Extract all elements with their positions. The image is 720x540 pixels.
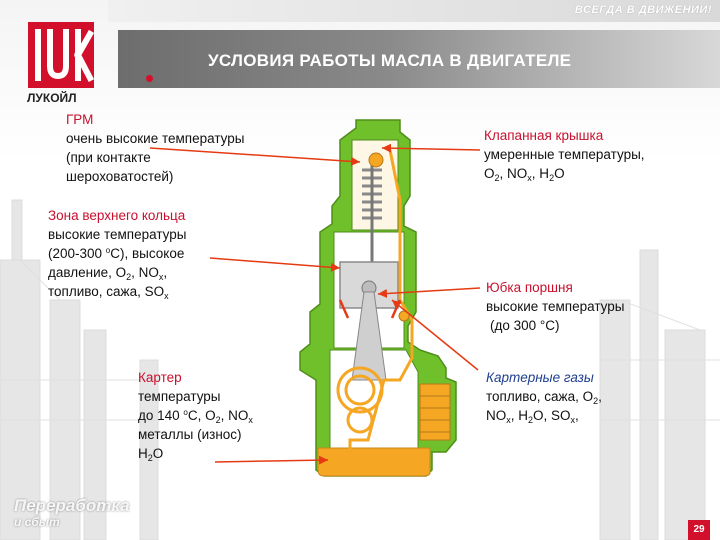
arrow-grm <box>149 147 361 166</box>
label-grm: ГРМ очень высокие температуры (при конта… <box>66 110 245 186</box>
footer-division-name: Переработка и сбыт <box>14 496 130 530</box>
page-title: УСЛОВИЯ РАБОТЫ МАСЛА В ДВИГАТЕЛЕ <box>208 51 572 70</box>
top-band: ВСЕГДА В ДВИЖЕНИИ! <box>108 0 720 22</box>
label-piston-skirt-title: Юбка поршня <box>486 280 573 295</box>
arrow-crankcase-gases <box>391 299 479 371</box>
label-ring-zone-line2: (200-300 oC), высокое <box>48 246 185 261</box>
label-piston-skirt: Юбка поршня высокие температуры (до 300 … <box>486 278 625 335</box>
title-bar: УСЛОВИЯ РАБОТЫ МАСЛА В ДВИГАТЕЛЕ <box>118 30 720 88</box>
label-grm-line1: очень высокие температуры <box>66 131 245 146</box>
oil-filter <box>419 383 451 441</box>
label-ring-zone-line4: топливо, сажа, SOx <box>48 284 169 301</box>
title-accent-dot <box>146 75 153 82</box>
label-crankcase-gases-line1: топливо, сажа, O2, <box>486 389 602 406</box>
footer-line1: Переработка <box>14 496 130 515</box>
footer-line2: и сбыт <box>14 515 60 529</box>
label-piston-skirt-line1: высокие температуры <box>486 299 625 314</box>
label-ring-zone: Зона верхнего кольца высокие температуры… <box>48 206 187 301</box>
label-crankcase-gases-line2: NOx, H2O, SOx, <box>486 408 579 425</box>
label-valve-cover-line2: O2, NOx, H2O <box>484 166 565 183</box>
oil-line <box>348 149 414 466</box>
logo-wordmark: ЛУКОЙЛ <box>27 91 77 105</box>
label-crankcase-line4: H2O <box>138 446 164 463</box>
arrow-crankcase <box>214 455 329 465</box>
label-crankcase-title: Картер <box>138 370 182 385</box>
camshaft <box>368 152 384 168</box>
lukoil-logo <box>28 22 95 88</box>
label-crankcase-line1: температуры <box>138 389 221 404</box>
label-ring-zone-line3: давление, O2, NOx, <box>48 265 168 282</box>
label-crankcase-gases-title: Картерные газы <box>486 370 594 385</box>
label-crankcase-line3: металлы (износ) <box>138 427 242 442</box>
arrow-ring-zone <box>209 257 341 272</box>
label-grm-title: ГРМ <box>66 112 94 127</box>
pump-gear <box>398 310 410 322</box>
label-valve-cover-line1: умеренные температуры, <box>484 147 645 162</box>
label-ring-zone-title: Зона верхнего кольца <box>48 208 186 223</box>
lukoil-logo-mark-icon <box>35 29 95 83</box>
label-valve-cover: Клапанная крышка умеренные температуры, … <box>484 126 645 183</box>
label-ring-zone-line1: высокие температуры <box>48 227 187 242</box>
arrow-piston-skirt <box>377 287 481 298</box>
label-crankcase-gases: Картерные газы топливо, сажа, O2, NOx, H… <box>486 368 602 425</box>
slogan: ВСЕГДА В ДВИЖЕНИИ! <box>574 4 712 16</box>
label-crankcase-line2: до 140 oC, O2, NOx <box>138 408 253 425</box>
oil-sump <box>317 447 431 477</box>
page-number-badge: 29 <box>688 520 710 540</box>
arrow-valve-cover <box>381 143 481 153</box>
label-crankcase: Картер температуры до 140 oC, O2, NOx ме… <box>138 368 253 463</box>
label-piston-skirt-line2: (до 300 °С) <box>490 318 560 333</box>
label-grm-line3: шероховатостей) <box>66 169 174 184</box>
label-valve-cover-title: Клапанная крышка <box>484 128 604 143</box>
label-grm-line2: (при контакте <box>66 150 151 165</box>
